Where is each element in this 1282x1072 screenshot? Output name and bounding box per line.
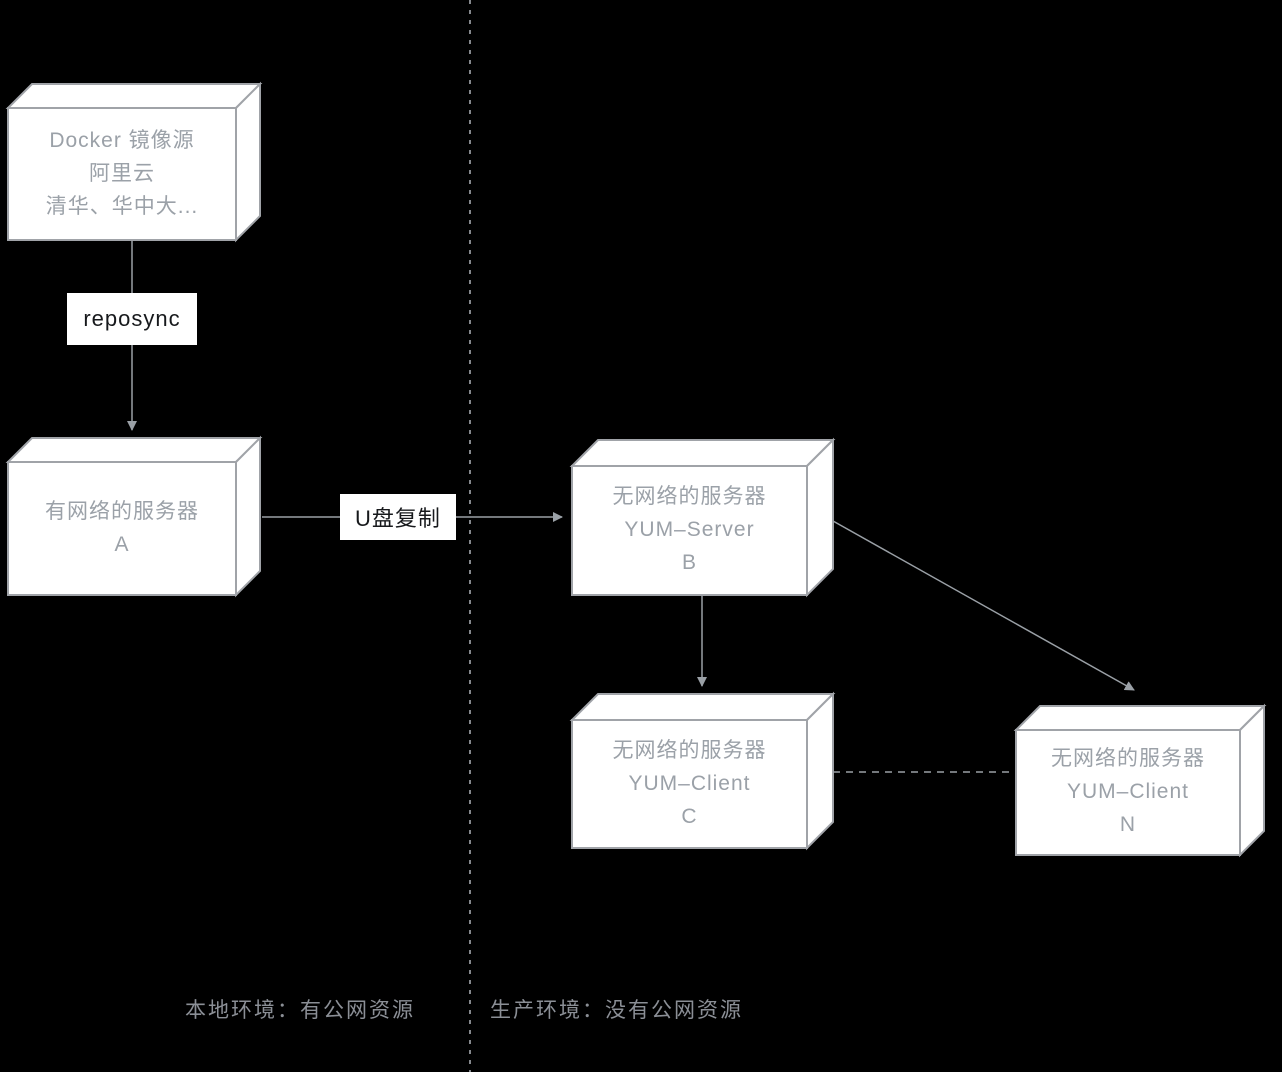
node-shape-docker-mirror [5,81,263,243]
node-top-face [5,437,263,463]
caption-local-environment: 本地环境：有公网资源 [185,999,415,1022]
node-side-face [806,691,834,851]
node-front-face [7,107,237,241]
node-side-face [1239,703,1265,858]
node-shape-yum-client-c [569,691,836,851]
node-shape-yum-server-b [569,437,836,598]
node-shape-yum-client-n [1013,703,1267,858]
node-side-face [235,435,261,598]
node-front-face [1015,729,1241,856]
node-top-face [5,83,263,109]
edge-label-reposync: reposync [67,293,197,345]
caption-production-environment: 生产环境：没有公网资源 [490,999,743,1022]
node-top-face [569,693,836,721]
node-top-face [569,439,836,467]
edge-label-usb-copy: U盘复制 [340,494,456,540]
node-shape-server-a [5,435,263,598]
arrow-yum-server-b-to-client-n [832,520,1135,691]
node-top-face [1013,705,1267,731]
node-front-face [571,465,808,596]
node-front-face [571,719,808,849]
node-side-face [235,81,261,243]
node-front-face [7,461,237,596]
node-side-face [806,437,834,598]
